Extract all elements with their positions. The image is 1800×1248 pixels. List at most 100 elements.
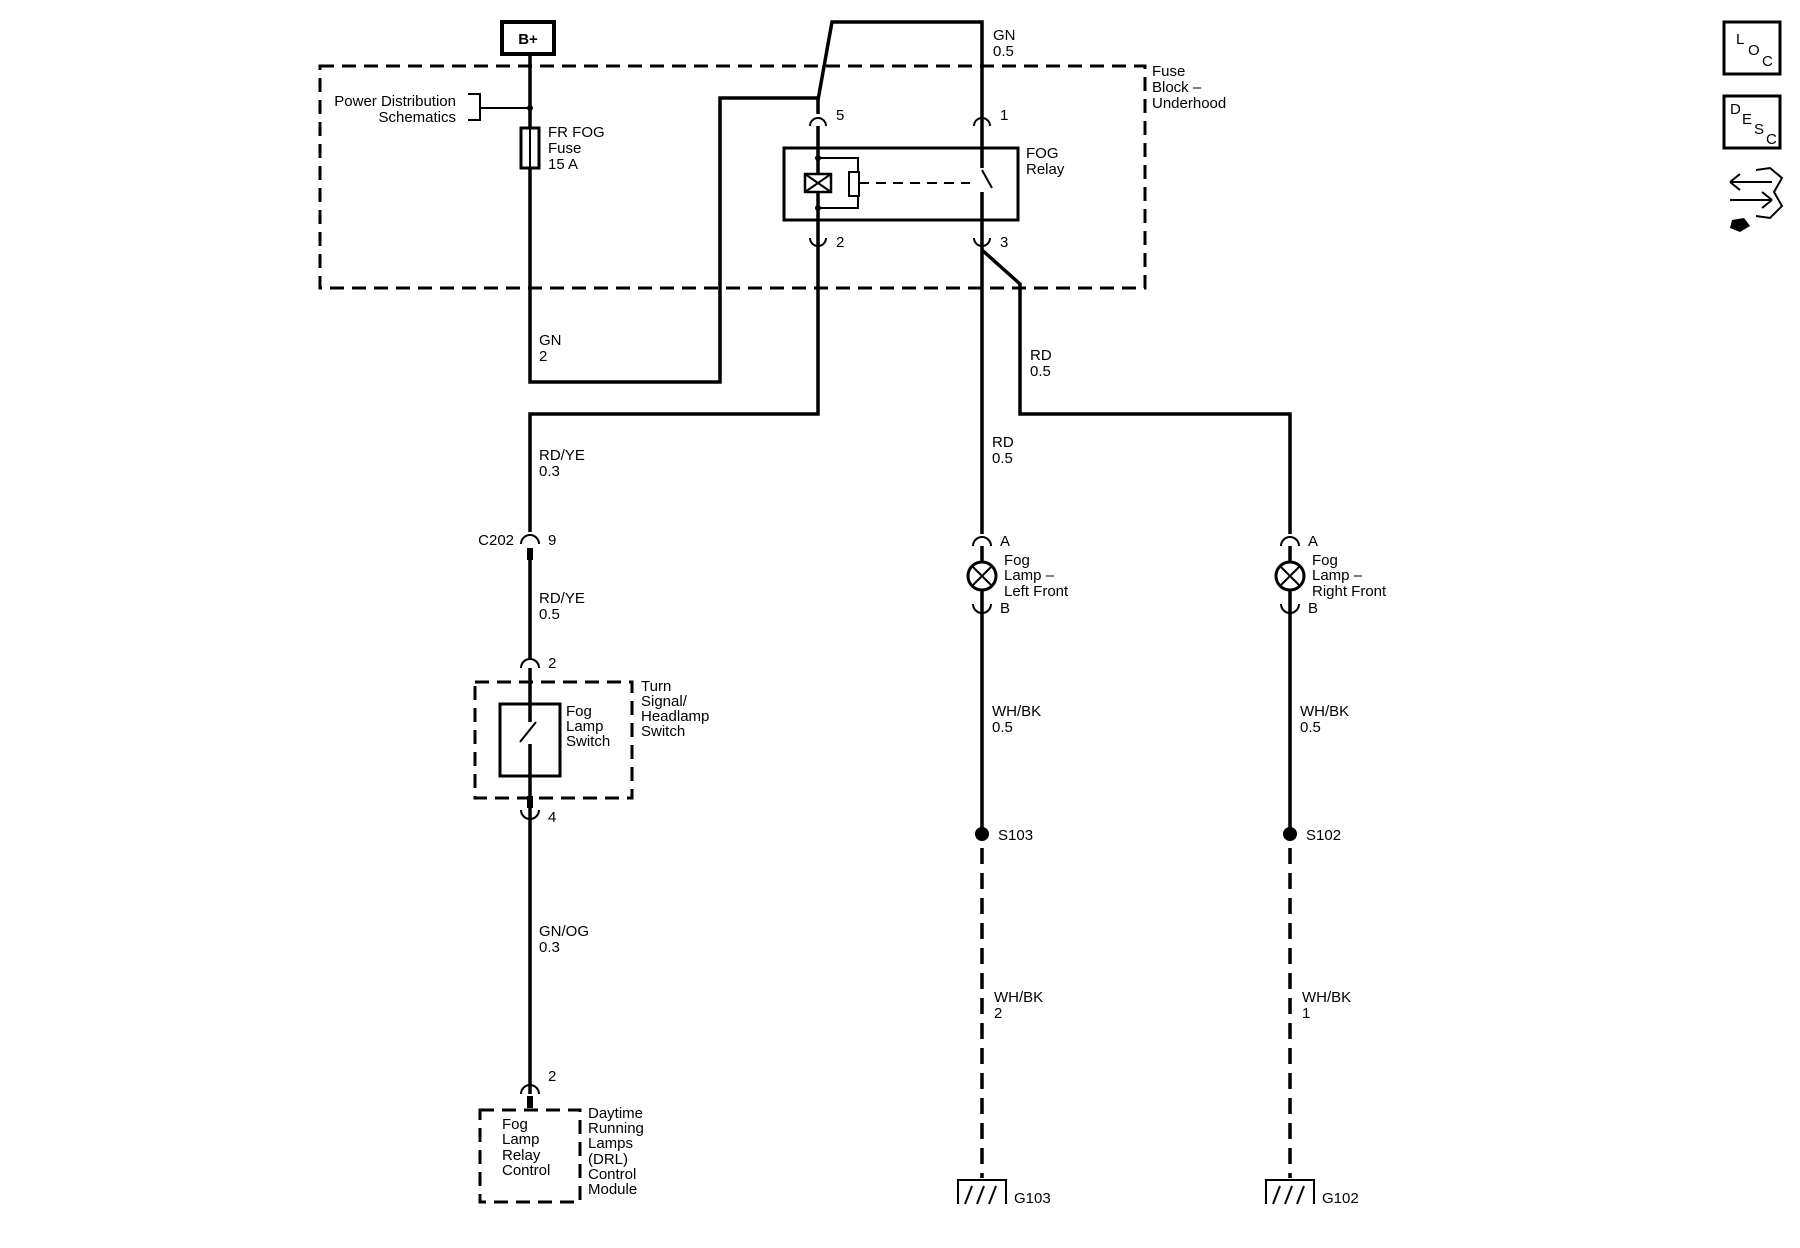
rdye-lower-label-2: 0.5 bbox=[539, 606, 560, 623]
lamp-right-label-2: Lamp – bbox=[1312, 567, 1363, 584]
switch-label-1: Fog bbox=[566, 703, 592, 720]
connector-c202 bbox=[520, 534, 540, 560]
svg-text:L: L bbox=[1736, 31, 1744, 48]
desc-icon[interactable]: D E S C bbox=[1722, 94, 1782, 150]
relay-pin-1: 1 bbox=[1000, 107, 1008, 124]
splice-s102 bbox=[1283, 827, 1297, 841]
fog-lamp-right-front bbox=[1274, 536, 1306, 614]
lamp-right-label-3: Right Front bbox=[1312, 583, 1387, 600]
power-dist-bracket bbox=[468, 93, 530, 121]
whbk-right-label-2: 0.5 bbox=[1300, 719, 1321, 736]
lamp-left-pin-a: A bbox=[1000, 533, 1010, 550]
lamp-left-label-2: Lamp – bbox=[1004, 567, 1055, 584]
relay-label-2: Relay bbox=[1026, 161, 1065, 178]
relay-pin-3: 3 bbox=[1000, 234, 1008, 251]
whbk-right-lower-label-2: 1 bbox=[1302, 1005, 1310, 1022]
ground-g103-label: G103 bbox=[1014, 1190, 1051, 1207]
c202-pin: 9 bbox=[548, 532, 556, 549]
lamp-left-pin-b: B bbox=[1000, 600, 1010, 617]
ground-g103-icon bbox=[957, 1179, 1007, 1205]
svg-text:E: E bbox=[1742, 111, 1752, 128]
splice-s103-label: S103 bbox=[998, 827, 1033, 844]
whbk-left-label-1: WH/BK bbox=[992, 703, 1041, 720]
whbk-left-lower-label-1: WH/BK bbox=[994, 989, 1043, 1006]
switch-label-2: Lamp bbox=[566, 718, 604, 735]
switch-pin-bottom: 4 bbox=[548, 809, 556, 826]
svg-text:C: C bbox=[1762, 53, 1773, 70]
whbk-left-label-2: 0.5 bbox=[992, 719, 1013, 736]
fuse-block-label-1: Fuse bbox=[1152, 63, 1185, 80]
relay-pin-2: 2 bbox=[836, 234, 844, 251]
drl-inner-label-4: Control bbox=[502, 1162, 550, 1179]
loc-icon[interactable]: L O C bbox=[1722, 20, 1782, 76]
fog-lamp-left-front bbox=[966, 536, 998, 614]
fog-lamp-switch bbox=[473, 658, 634, 820]
drl-module-label-5: Control bbox=[588, 1166, 636, 1183]
lamp-right-pin-b: B bbox=[1308, 600, 1318, 617]
drl-module-label-1: Daytime bbox=[588, 1105, 643, 1122]
svg-text:D: D bbox=[1730, 101, 1741, 118]
drl-module-label-3: Lamps bbox=[588, 1135, 633, 1152]
whbk-right-lower-label-1: WH/BK bbox=[1302, 989, 1351, 1006]
rdye-lower-label-1: RD/YE bbox=[539, 590, 585, 607]
fuse-block-label-2: Block – bbox=[1152, 79, 1202, 96]
headlamp-switch-label-3: Headlamp bbox=[641, 708, 709, 725]
top-gn-label-1: GN bbox=[993, 27, 1016, 44]
rd-left-label-2: 0.5 bbox=[992, 450, 1013, 467]
lamp-right-label-1: Fog bbox=[1312, 552, 1338, 569]
fuse-block-border bbox=[318, 64, 1147, 290]
c202-name: C202 bbox=[478, 532, 514, 549]
fuse-label-1: FR FOG bbox=[548, 124, 605, 141]
relay-pin-5: 5 bbox=[836, 107, 844, 124]
rdye-wire-upper bbox=[528, 246, 820, 532]
headlamp-switch-label-1: Turn bbox=[641, 678, 671, 695]
drl-inner-label-3: Relay bbox=[502, 1147, 541, 1164]
ground-g102-label: G102 bbox=[1322, 1190, 1359, 1207]
whbk-left-lower-label-2: 2 bbox=[994, 1005, 1002, 1022]
connector-arrows-icon[interactable] bbox=[1729, 166, 1784, 232]
lamp-left-label-1: Fog bbox=[1004, 552, 1030, 569]
ground-g102-icon bbox=[1265, 1179, 1315, 1205]
headlamp-switch-label-4: Switch bbox=[641, 723, 685, 740]
top-gn-label-2: 0.5 bbox=[993, 43, 1014, 60]
splice-s102-label: S102 bbox=[1306, 827, 1341, 844]
rdye-upper-label-2: 0.3 bbox=[539, 463, 560, 480]
power-dist-label-2[interactable]: Schematics bbox=[378, 109, 456, 126]
whbk-right-label-1: WH/BK bbox=[1300, 703, 1349, 720]
svg-text:C: C bbox=[1766, 131, 1777, 148]
drl-module-label-6: Module bbox=[588, 1181, 637, 1198]
gnog-label-2: 0.3 bbox=[539, 939, 560, 956]
relay-switch-contact bbox=[981, 169, 993, 189]
switch-label-3: Switch bbox=[566, 733, 610, 750]
rd-right-label-2: 0.5 bbox=[1030, 363, 1051, 380]
rd-left-label-1: RD bbox=[992, 434, 1014, 451]
fog-relay bbox=[782, 117, 1020, 247]
gn2-label-1: GN bbox=[539, 332, 562, 349]
headlamp-switch-border bbox=[473, 680, 634, 800]
bplus-power-source: B+ bbox=[500, 20, 556, 56]
splice-s103 bbox=[975, 827, 989, 841]
drl-module-border bbox=[478, 1108, 582, 1204]
drl-inner-label-1: Fog bbox=[502, 1116, 528, 1133]
bplus-label: B+ bbox=[518, 31, 538, 48]
switch-contact bbox=[519, 721, 537, 743]
fuse-label-3: 15 A bbox=[548, 156, 578, 173]
lamp-right-pin-a: A bbox=[1308, 533, 1318, 550]
fuse-label-2: Fuse bbox=[548, 140, 581, 157]
top-gn-wire bbox=[816, 20, 984, 120]
switch-pin-top: 2 bbox=[548, 655, 556, 672]
fuse-block-label-3: Underhood bbox=[1152, 95, 1226, 112]
gn2-wire bbox=[528, 96, 820, 384]
drl-control-module bbox=[478, 1080, 582, 1204]
gn2-label-2: 2 bbox=[539, 348, 547, 365]
lamp-left-label-3: Left Front bbox=[1004, 583, 1069, 600]
svg-text:O: O bbox=[1748, 42, 1760, 59]
power-dist-label-1[interactable]: Power Distribution bbox=[334, 93, 456, 110]
drl-pin: 2 bbox=[548, 1068, 556, 1085]
drl-module-label-2: Running bbox=[588, 1120, 644, 1137]
rd-wire-right bbox=[980, 248, 1292, 534]
svg-text:S: S bbox=[1754, 121, 1764, 138]
rdye-upper-label-1: RD/YE bbox=[539, 447, 585, 464]
gnog-label-1: GN/OG bbox=[539, 923, 589, 940]
